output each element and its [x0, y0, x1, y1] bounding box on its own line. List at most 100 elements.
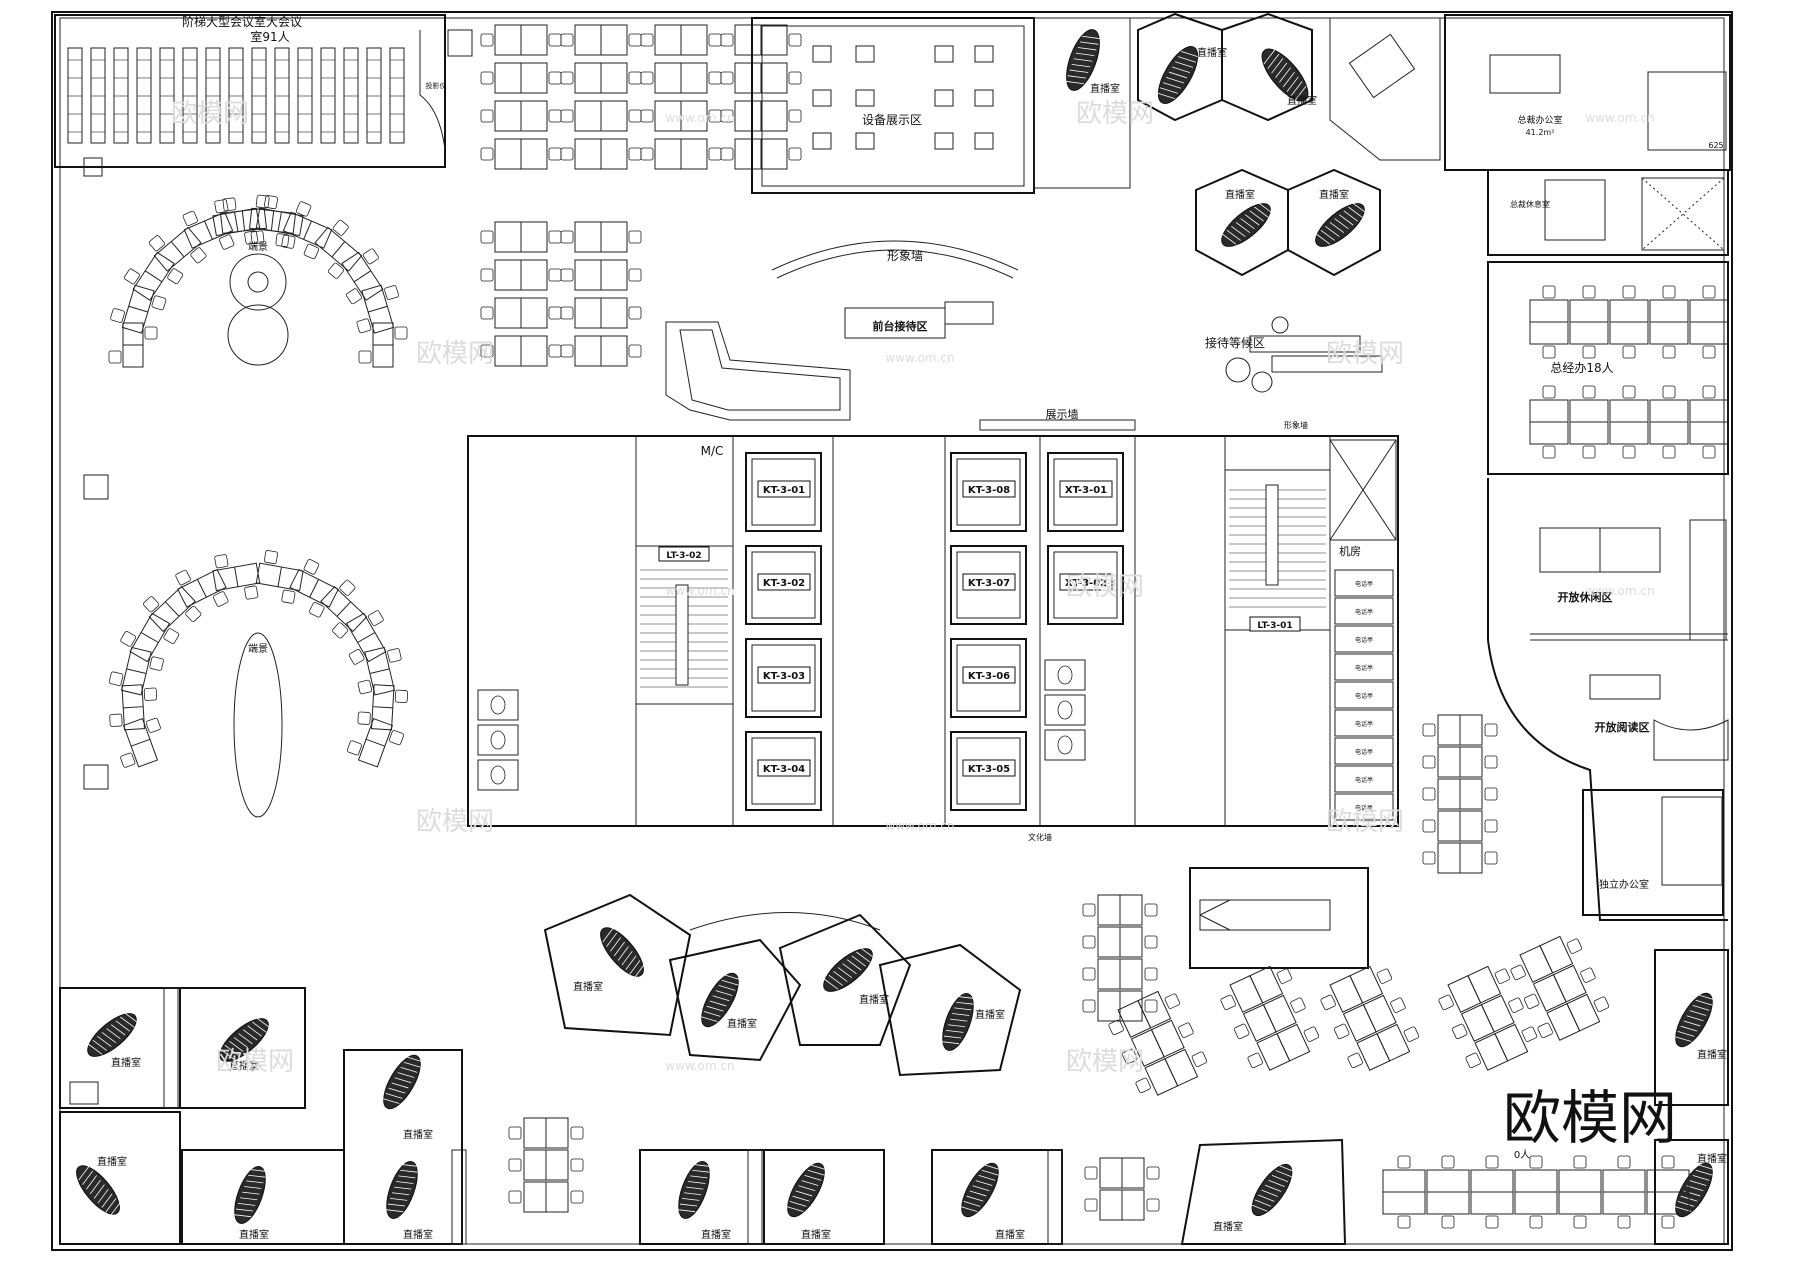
hatch: [256, 1017, 272, 1029]
chair: [1441, 1155, 1455, 1169]
chair: [560, 71, 574, 85]
chair: [1662, 445, 1676, 459]
hatch: [629, 960, 641, 975]
chair: [1333, 1023, 1350, 1040]
workstation: [212, 554, 261, 600]
hatch: [1692, 1175, 1710, 1181]
phone-booth-label: 电话亭: [1355, 580, 1373, 588]
chair: [387, 648, 402, 663]
leisure-zone: [1487, 478, 1729, 921]
live-room-label: 直播室: [975, 1008, 1005, 1021]
hatch: [109, 1202, 121, 1218]
hatch: [1352, 202, 1368, 214]
chair: [1403, 1026, 1420, 1042]
workstation: [212, 199, 261, 245]
chair: [362, 248, 379, 265]
hatch: [1271, 58, 1284, 74]
chair: [548, 306, 562, 320]
chair: [281, 234, 296, 249]
hatch: [1271, 1174, 1289, 1183]
live-desk: [1251, 1163, 1296, 1217]
live-room-label: 直播室: [239, 1228, 269, 1241]
chair: [1617, 1215, 1631, 1229]
row-desk: [1470, 1169, 1514, 1193]
divider: [196, 579, 207, 598]
workstation: [357, 646, 402, 696]
pod-desk: [1532, 974, 1567, 1012]
chair: [1465, 1052, 1481, 1069]
watermark-tile: 欧模网: [1066, 572, 1144, 602]
hatch: [681, 1198, 700, 1201]
desk: [494, 138, 522, 170]
brand-watermark-large: 欧模网: [1503, 1084, 1677, 1152]
chair: [708, 71, 722, 85]
chair: [1542, 385, 1556, 399]
chair: [1521, 1026, 1538, 1042]
pod-desk: [523, 1149, 547, 1181]
chair: [143, 687, 158, 701]
hatch: [1177, 56, 1197, 63]
desk: [680, 24, 708, 56]
pod-desk: [1117, 1000, 1152, 1038]
live-desk: [1674, 1162, 1716, 1218]
hatch: [1698, 994, 1716, 1001]
chair: [1702, 445, 1716, 459]
toilet-stall: [1044, 659, 1086, 691]
gm-desk: [1529, 299, 1569, 323]
display-stand: [974, 132, 994, 150]
live-room-label: 直播室: [229, 1059, 259, 1072]
chair: [108, 350, 122, 364]
hatch: [801, 1180, 819, 1186]
chair: [570, 1158, 584, 1172]
phone-booth-label: 电话亭: [1355, 720, 1373, 728]
pod-desk: [1480, 994, 1515, 1033]
chair: [339, 579, 356, 596]
auditorium-row: [320, 47, 336, 144]
pod-desk: [1144, 1058, 1179, 1096]
chair: [1082, 999, 1096, 1013]
image-wall: [665, 240, 1019, 421]
desk-pair: [248, 207, 297, 234]
desk: [760, 62, 788, 94]
pod-desk: [1552, 964, 1587, 1003]
toilet-fixture: [490, 695, 506, 715]
gm-office-label: 总经办18人: [1550, 360, 1613, 375]
chair: [1164, 993, 1181, 1009]
divider: [336, 601, 352, 617]
toilet-fixture: [1057, 735, 1073, 755]
toilet-stall: [1044, 694, 1086, 726]
chair: [1422, 819, 1436, 833]
chair: [640, 33, 654, 47]
chair: [628, 268, 642, 282]
hatch: [846, 959, 862, 971]
chair: [1422, 723, 1436, 737]
chair: [327, 262, 345, 279]
live-desk: [76, 1165, 121, 1218]
elevator-car: [950, 731, 1027, 811]
phone-booth-label: 电话亭: [1355, 748, 1373, 756]
hatch: [798, 1185, 816, 1192]
hatch: [392, 1192, 410, 1196]
desk: [574, 259, 602, 291]
hatch: [956, 1001, 974, 1005]
hatch: [804, 1175, 822, 1181]
display-stand: [855, 45, 875, 63]
chair: [167, 268, 184, 285]
chair: [357, 711, 371, 725]
chair: [548, 71, 562, 85]
desk-oval: [942, 993, 974, 1051]
desk-pair: [361, 284, 395, 334]
hatch: [952, 1013, 970, 1016]
pod-desk: [1437, 842, 1461, 874]
hatch: [1258, 202, 1274, 214]
elevator-car: [950, 638, 1027, 718]
chair: [1082, 967, 1096, 981]
elevator-car: [950, 545, 1027, 625]
hatch: [394, 1077, 412, 1084]
chair: [1233, 1023, 1250, 1040]
phone-booth-label: 电话亭: [1355, 636, 1373, 644]
chair: [1451, 1023, 1468, 1040]
chair: [560, 268, 574, 282]
hatch: [92, 1039, 107, 1051]
chair: [1622, 385, 1636, 399]
